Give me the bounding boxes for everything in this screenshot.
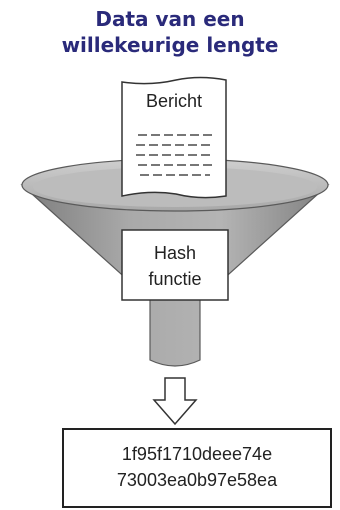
hash-output-box: 1f95f1710deee74e 73003ea0b97e58ea	[62, 428, 332, 508]
hash-function-label: Hash functie	[122, 240, 228, 292]
down-arrow-icon	[152, 377, 198, 426]
title-line-2: willekeurige lengte	[61, 33, 279, 57]
hash-output-line-2: 73003ea0b97e58ea	[116, 470, 278, 490]
document-label: Bericht	[145, 91, 203, 111]
hash-label-line-2: functie	[148, 269, 202, 289]
diagram-title: Data van een willekeurige lengte	[0, 6, 340, 58]
title-line-1: Data van een	[95, 7, 245, 31]
document-icon	[121, 76, 227, 199]
hash-output-line-1: 1f95f1710deee74e	[121, 444, 273, 464]
hash-label-line-1: Hash	[153, 243, 197, 263]
hash-function-box	[121, 229, 229, 301]
